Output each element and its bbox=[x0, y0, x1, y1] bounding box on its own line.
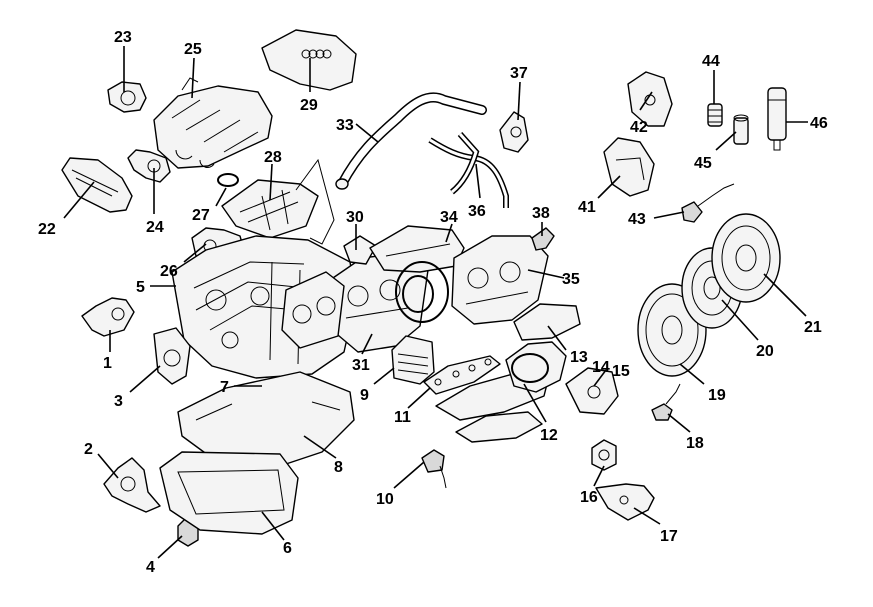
callout-27: 27 bbox=[192, 207, 210, 224]
part-18-sensor bbox=[651, 383, 681, 421]
part-1-water-pipe bbox=[81, 297, 135, 337]
callout-30: 30 bbox=[346, 209, 364, 226]
callout-13: 13 bbox=[570, 349, 588, 366]
callout-38: 38 bbox=[532, 205, 550, 222]
part-16-engine-mount bbox=[591, 439, 617, 471]
callout-3: 3 bbox=[114, 393, 123, 410]
callout-7: 7 bbox=[220, 379, 229, 396]
callout-2: 2 bbox=[84, 441, 93, 458]
part-heat-shield bbox=[455, 411, 543, 443]
part-3-gasket bbox=[153, 327, 191, 385]
callout-37: 37 bbox=[510, 65, 528, 82]
callout-44: 44 bbox=[702, 53, 720, 70]
callout-24: 24 bbox=[146, 219, 164, 236]
part-44-sleeve bbox=[707, 103, 723, 127]
callout-33: 33 bbox=[336, 117, 354, 134]
callout-21: 21 bbox=[804, 319, 822, 336]
callout-23: 23 bbox=[114, 29, 132, 46]
part-46-tensioner bbox=[767, 87, 787, 151]
part-8-oil-pan-upper bbox=[177, 371, 355, 471]
part-14-15-mount bbox=[565, 367, 619, 415]
part-30-bracket bbox=[343, 235, 377, 265]
part-12-exhaust-manifold bbox=[505, 341, 567, 393]
callout-1: 1 bbox=[103, 355, 112, 372]
part-24-throttle-body bbox=[127, 149, 171, 183]
callout-5: 5 bbox=[136, 279, 145, 296]
callout-8: 8 bbox=[334, 459, 343, 476]
callout-41: 41 bbox=[578, 199, 596, 216]
part-33-hose bbox=[335, 92, 487, 190]
callout-14: 14 bbox=[592, 359, 610, 376]
callout-17: 17 bbox=[660, 528, 678, 545]
callout-26: 26 bbox=[160, 263, 178, 280]
part-34-cam-housing bbox=[369, 225, 465, 273]
callout-11: 11 bbox=[394, 409, 411, 426]
part-13-shield bbox=[513, 303, 581, 341]
callout-16: 16 bbox=[580, 489, 598, 506]
part-43-sensor bbox=[681, 183, 735, 223]
part-head-gasket bbox=[281, 271, 345, 349]
callout-19: 19 bbox=[708, 387, 726, 404]
callout-labels: 1 2 3 4 5 6 7 8 9 10 11 12 13 15 14 16 1… bbox=[38, 29, 828, 576]
callout-31: 31 bbox=[352, 357, 370, 374]
callout-18: 18 bbox=[686, 435, 704, 452]
callout-22: 22 bbox=[38, 221, 56, 238]
callout-6: 6 bbox=[283, 540, 292, 557]
callout-36: 36 bbox=[468, 203, 486, 220]
part-22-engine-cover bbox=[61, 157, 133, 213]
part-6-oil-pan bbox=[159, 451, 299, 535]
callout-35: 35 bbox=[562, 271, 580, 288]
part-10-sensor bbox=[421, 449, 447, 489]
callout-46: 46 bbox=[810, 115, 828, 132]
part-9-oil-cooler bbox=[391, 335, 435, 385]
callout-29: 29 bbox=[300, 97, 318, 114]
part-21-pressure-plate bbox=[711, 213, 781, 303]
callout-9: 9 bbox=[360, 387, 369, 404]
part-27-o-ring bbox=[217, 173, 239, 187]
part-timing-belt-1 bbox=[395, 261, 449, 323]
callout-12: 12 bbox=[540, 427, 558, 444]
part-37-thermostat bbox=[499, 111, 529, 153]
leader-lines bbox=[63, 46, 808, 559]
part-25-intake-manifold bbox=[153, 77, 273, 169]
part-45-filter bbox=[733, 114, 749, 145]
part-41-timing-cover bbox=[603, 137, 655, 197]
part-timing-belt-2 bbox=[402, 275, 434, 313]
part-36-coolant-pipes bbox=[428, 132, 509, 208]
part-38-sensor bbox=[531, 227, 555, 251]
callout-42: 42 bbox=[630, 119, 648, 136]
part-29-top-cover bbox=[261, 29, 357, 91]
part-11-exhaust-gasket bbox=[423, 355, 501, 395]
part-23-sensor bbox=[107, 81, 147, 113]
callout-28: 28 bbox=[264, 149, 282, 166]
part-35-right-head bbox=[451, 235, 549, 325]
callout-10: 10 bbox=[376, 491, 394, 508]
part-28-intake-lower bbox=[221, 158, 335, 245]
callout-20: 20 bbox=[756, 343, 774, 360]
callout-4: 4 bbox=[146, 559, 155, 576]
callout-45: 45 bbox=[694, 155, 712, 172]
callout-43: 43 bbox=[628, 211, 646, 228]
callout-34: 34 bbox=[440, 209, 458, 226]
part-42-cover bbox=[627, 71, 673, 127]
callout-15: 15 bbox=[612, 363, 630, 380]
part-2-oil-pump bbox=[103, 457, 161, 513]
callout-25: 25 bbox=[184, 41, 202, 58]
